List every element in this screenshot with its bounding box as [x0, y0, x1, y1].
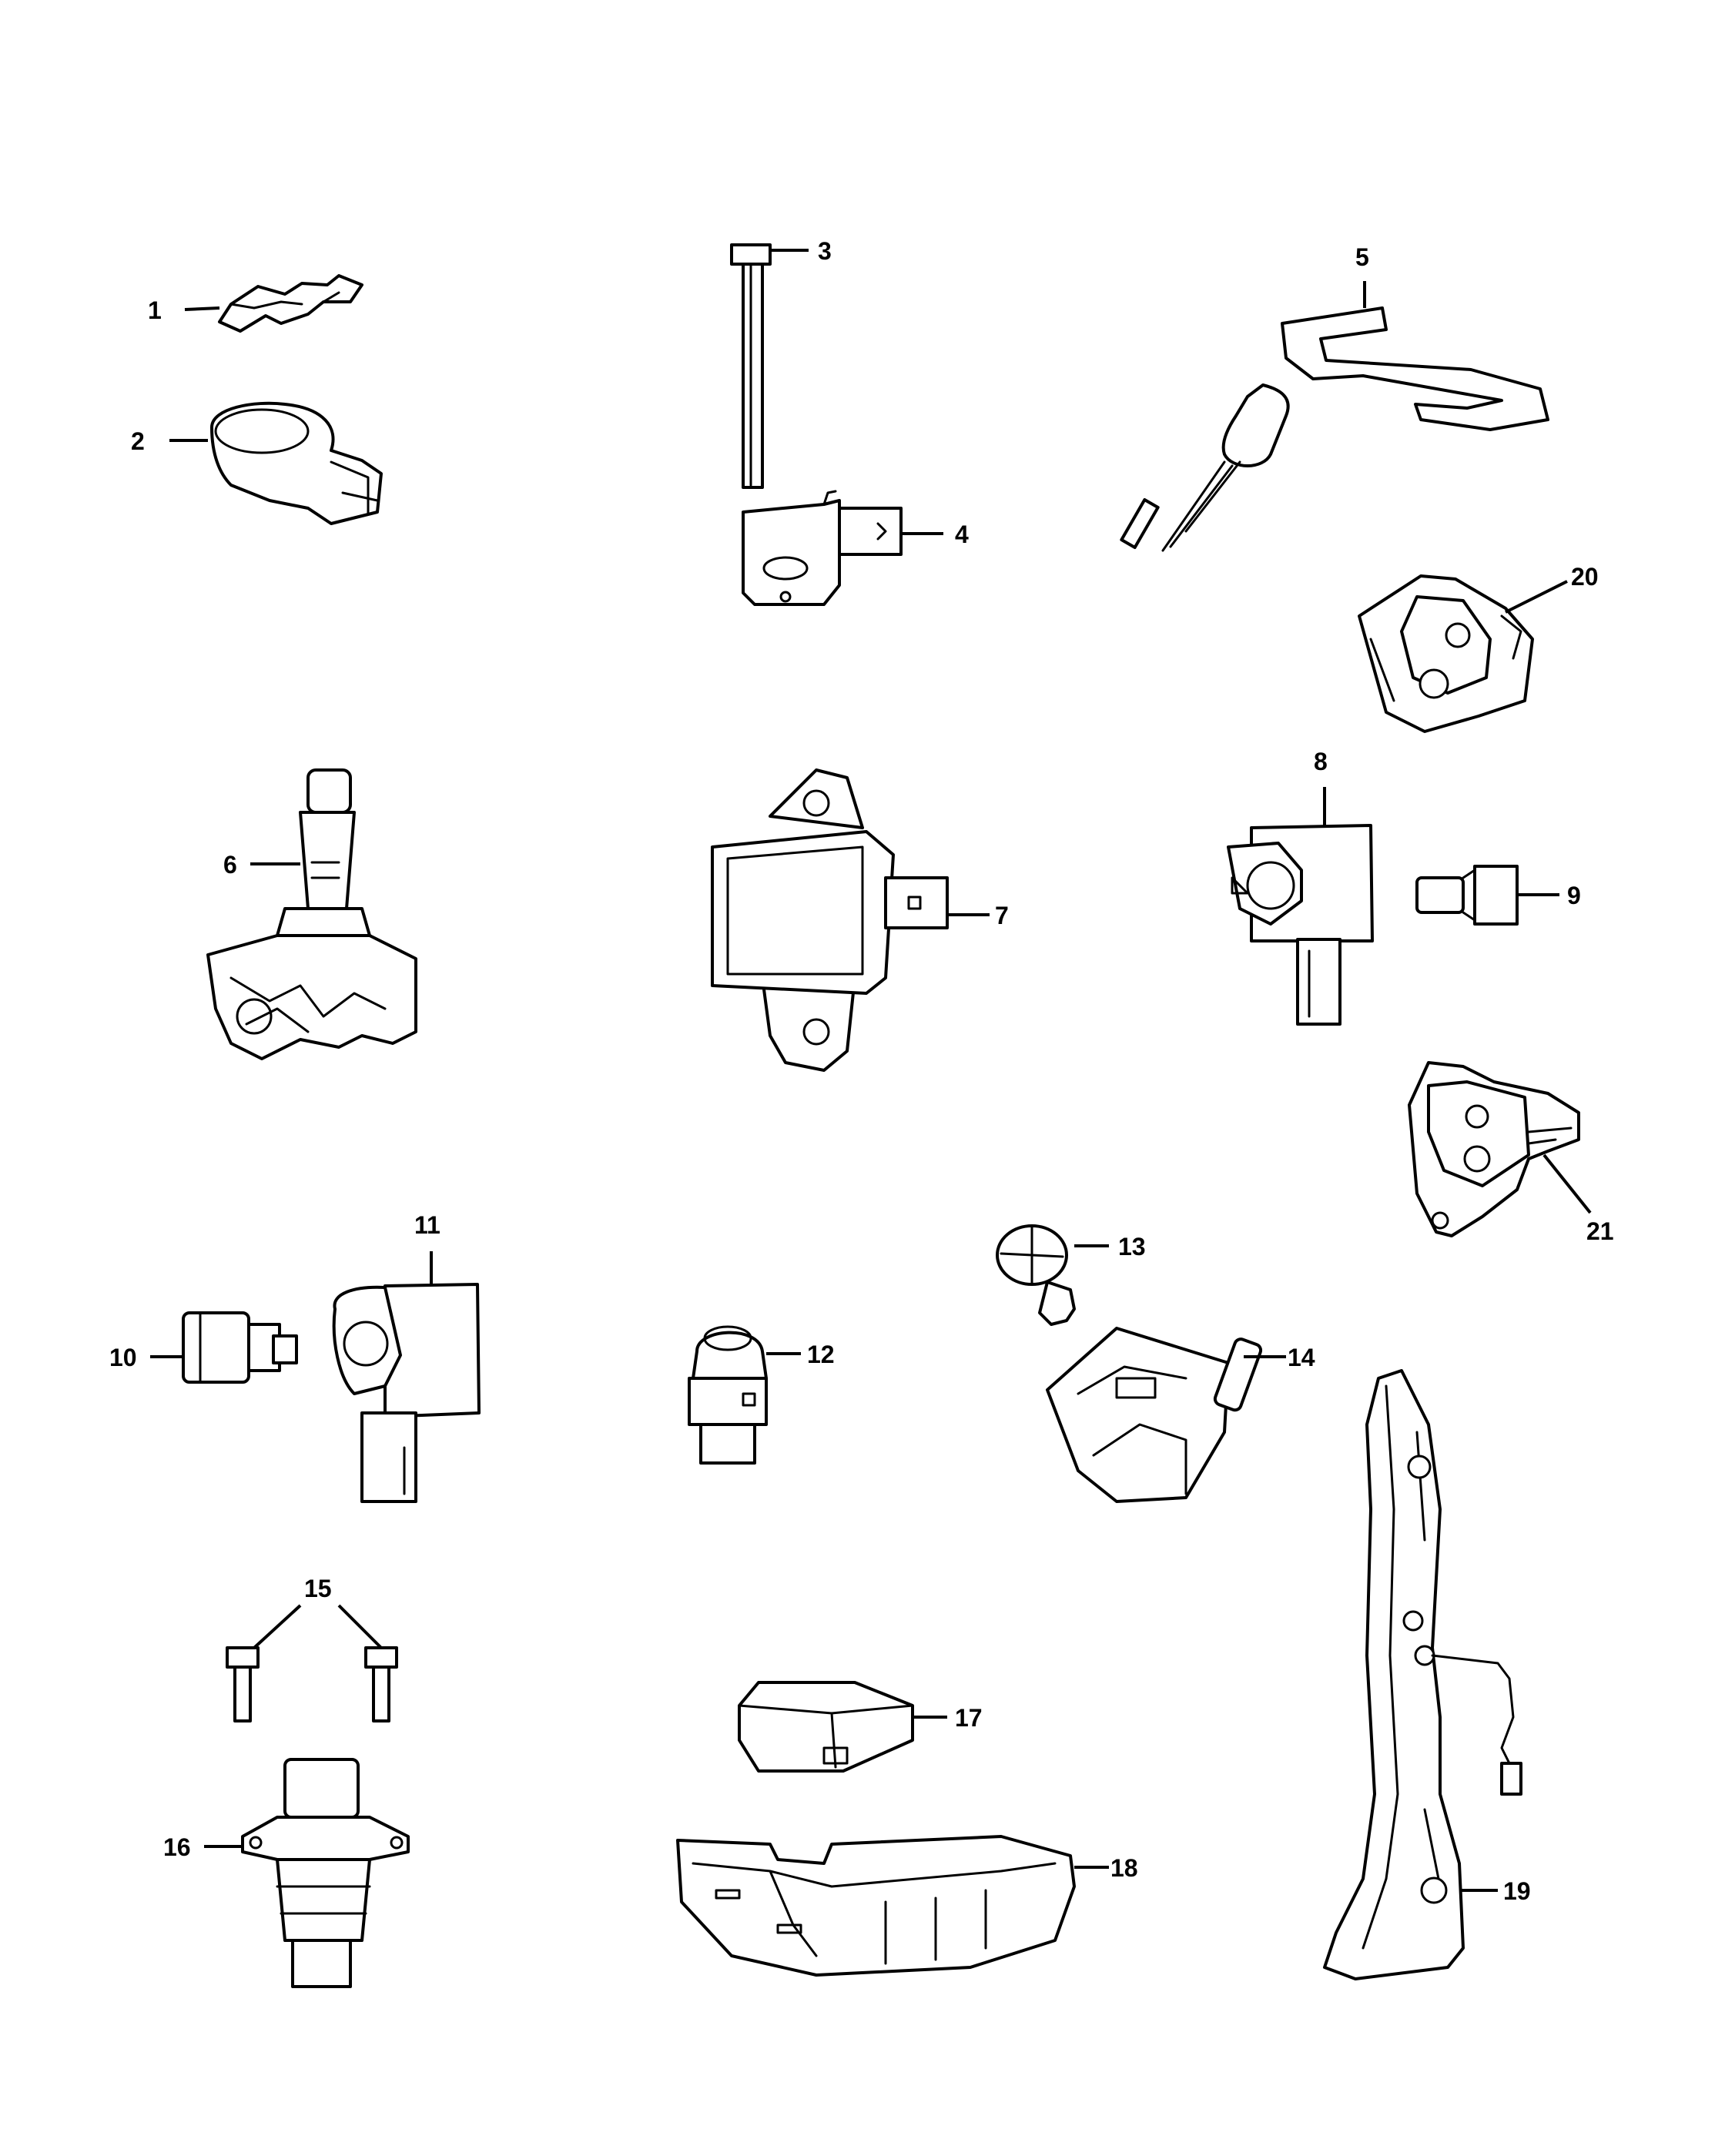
- callout-13: 13: [1118, 1233, 1146, 1260]
- part-4-sensor: [742, 490, 903, 606]
- leader-15a: [253, 1604, 302, 1649]
- callout-11: 11: [414, 1211, 440, 1239]
- callout-19: 19: [1503, 1877, 1531, 1905]
- part-7-module: [711, 768, 949, 1072]
- callout-18: 18: [1110, 1854, 1138, 1882]
- leader-20: [1505, 580, 1568, 614]
- callout-14: 14: [1288, 1344, 1315, 1371]
- part-2-sensor: [210, 401, 383, 525]
- callout-9: 9: [1567, 882, 1581, 909]
- callout-12: 12: [807, 1341, 835, 1368]
- part-9-bolt: [1415, 865, 1519, 926]
- callout-17: 17: [955, 1704, 983, 1732]
- part-16-sensor: [241, 1758, 410, 1988]
- callout-8: 8: [1314, 748, 1328, 775]
- part-20-sensor: [1358, 574, 1534, 733]
- callout-4: 4: [955, 521, 969, 548]
- part-19-bracket: [1323, 1369, 1522, 1980]
- part-13-pin: [996, 1224, 1076, 1326]
- callout-7: 7: [995, 902, 1009, 929]
- callout-20: 20: [1571, 563, 1599, 591]
- part-18-tray: [676, 1835, 1076, 1977]
- leader-21: [1542, 1153, 1592, 1214]
- leader-1: [184, 306, 220, 311]
- part-3-bolt: [730, 243, 772, 489]
- part-15-screws: [226, 1646, 398, 1722]
- part-1-clip: [218, 274, 363, 333]
- callout-3: 3: [818, 237, 832, 265]
- part-8-sensor: [1227, 824, 1374, 1026]
- callout-1: 1: [148, 296, 162, 324]
- callout-21: 21: [1586, 1217, 1614, 1245]
- part-5-probe: [1120, 306, 1549, 552]
- callout-6: 6: [223, 851, 237, 879]
- callout-15: 15: [304, 1575, 332, 1602]
- part-17-module: [738, 1681, 914, 1773]
- part-14-sensor: [1046, 1327, 1263, 1503]
- callout-5: 5: [1355, 243, 1369, 271]
- callout-2: 2: [131, 427, 145, 455]
- part-12-switch: [688, 1325, 768, 1465]
- callout-10: 10: [109, 1344, 137, 1371]
- part-10-bolt: [182, 1311, 298, 1384]
- callout-16: 16: [163, 1833, 191, 1861]
- part-6-tpms: [206, 768, 417, 1060]
- part-21-sensor: [1408, 1061, 1580, 1237]
- part-11-sensor: [332, 1283, 481, 1503]
- leader-15b: [337, 1604, 383, 1649]
